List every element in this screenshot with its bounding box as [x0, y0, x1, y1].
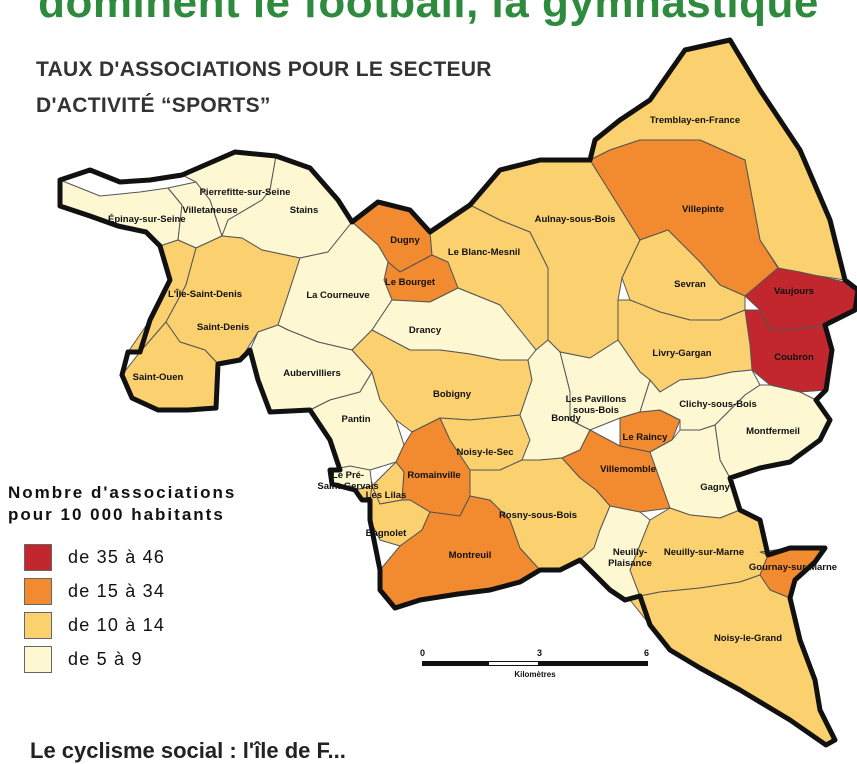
commune-label: Gournay-sur-Marne: [749, 562, 837, 573]
commune-label: Saint-Ouen: [133, 372, 184, 383]
scale-segment: [538, 661, 648, 666]
commune-label: L'Île-Saint-Denis: [168, 288, 242, 300]
legend-title: Nombre d'associations pour 10 000 habita…: [8, 482, 236, 526]
commune-label: Pierrefitte-sur-Seine: [200, 187, 291, 198]
legend-label: de 35 à 46: [68, 546, 166, 567]
commune-label: Drancy: [409, 325, 442, 336]
commune-label: Villepinte: [682, 204, 724, 215]
commune-label: Le Raincy: [623, 432, 669, 443]
legend-item: de 5 à 9: [24, 642, 236, 676]
commune-label: Montreuil: [449, 550, 492, 561]
commune-label: Pantin: [341, 414, 370, 425]
map-title: TAUX D'ASSOCIATIONS POUR LE SECTEUR D'AC…: [36, 52, 492, 124]
legend-items: de 35 à 46 de 15 à 34 de 10 à 14 de 5 à …: [8, 540, 236, 676]
commune-label: Dugny: [390, 235, 420, 246]
commune-label: Coubron: [774, 352, 814, 363]
commune-label: Neuilly-sur-Marne: [664, 547, 744, 558]
legend-title-line-2: pour 10 000 habitants: [8, 505, 225, 524]
department-boundary: [57, 37, 857, 748]
legend-swatch: [24, 577, 52, 605]
scale-segment: [488, 661, 540, 666]
commune-label: Clichy-sous-Bois: [679, 399, 757, 410]
legend-swatch: [24, 645, 52, 673]
scale-tick-label: 0: [420, 648, 426, 658]
commune-label: Villemomble: [600, 464, 656, 475]
commune-label: Vaujours: [774, 286, 814, 297]
commune-label: Bondy: [551, 413, 581, 424]
commune-label: La Courneuve: [306, 290, 369, 301]
scale-bar: 0 3 6 Kilomètres: [420, 648, 660, 688]
commune-label: Bagnolet: [366, 528, 407, 539]
legend-item: de 35 à 46: [24, 540, 236, 574]
commune-label: Villetaneuse: [182, 205, 237, 216]
commune-label: Noisy-le-Sec: [456, 447, 513, 458]
legend-label: de 15 à 34: [68, 580, 166, 601]
legend-label: de 5 à 9: [68, 648, 143, 669]
map-title-line-1: TAUX D'ASSOCIATIONS POUR LE SECTEUR: [36, 58, 492, 81]
legend: Nombre d'associations pour 10 000 habita…: [8, 482, 236, 676]
legend-title-line-1: Nombre d'associations: [8, 483, 237, 502]
commune-label: Romainville: [407, 470, 460, 481]
commune-label: Épinay-sur-Seine: [108, 214, 186, 225]
commune-label: Montfermeil: [746, 426, 800, 437]
commune-label: Rosny-sous-Bois: [499, 510, 577, 521]
commune-label: Livry-Gargan: [652, 348, 711, 359]
page-headline: dominent le football, la gymnastique: [38, 0, 819, 27]
legend-item: de 10 à 14: [24, 608, 236, 642]
legend-swatch: [24, 611, 52, 639]
legend-swatch: [24, 543, 52, 571]
footer-text: Le cyclisme social : l'île de F...: [30, 738, 346, 763]
commune-label: Le Blanc-Mesnil: [448, 247, 520, 258]
commune-label: Aulnay-sous-Bois: [535, 214, 616, 225]
commune-label: Gagny: [700, 482, 730, 493]
commune-label: Les Lilas: [366, 490, 407, 501]
commune-label: Bobigny: [433, 389, 472, 400]
commune-label: Tremblay-en-France: [650, 115, 740, 126]
commune-label: Sevran: [674, 279, 706, 290]
map-title-line-2: D'ACTIVITÉ “SPORTS”: [36, 94, 271, 117]
legend-item: de 15 à 34: [24, 574, 236, 608]
commune-region: [629, 574, 836, 746]
commune-label: Neuilly-Plaisance: [608, 547, 652, 569]
commune-label: Aubervilliers: [283, 368, 341, 379]
commune-label: Noisy-le-Grand: [714, 633, 782, 644]
commune-label: Saint-Denis: [197, 322, 249, 333]
commune-label: Le Pré-Saint-Gervais: [317, 470, 378, 492]
scale-tick-label: 3: [537, 648, 543, 658]
commune-label: Stains: [290, 205, 319, 216]
legend-label: de 10 à 14: [68, 614, 166, 635]
scale-unit: Kilomètres: [514, 670, 556, 679]
commune-label: Le Bourget: [385, 277, 436, 288]
scale-segment: [422, 661, 490, 666]
scale-tick-label: 6: [644, 648, 650, 658]
